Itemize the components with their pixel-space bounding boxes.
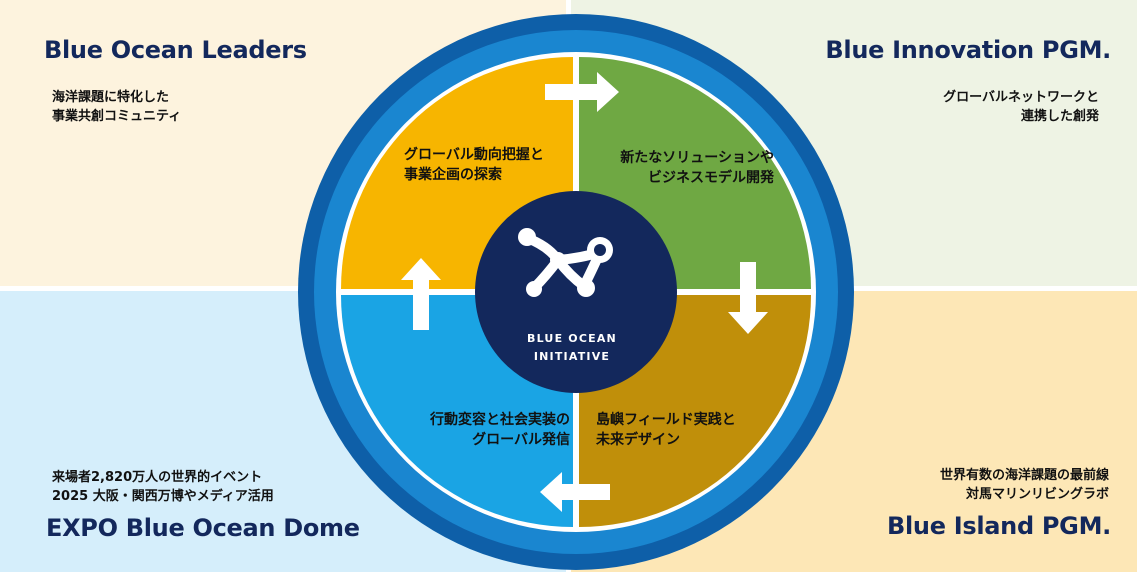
blue-ocean-initiative-label: BLUE OCEAN INITIATIVE [527, 332, 617, 363]
blue-island-pgm-title: Blue Island PGM. [887, 512, 1111, 540]
arrow-right-icon [545, 72, 619, 112]
segment-label-behavior-change: 行動変容と社会実装の グローバル発信 [430, 412, 570, 448]
expo-blue-ocean-dome-title: EXPO Blue Ocean Dome [46, 514, 360, 542]
blue-innovation-pgm-description: グローバルネットワークと 連携した創発 [943, 90, 1099, 124]
segment-label-island-field: 島嶼フィールド実践と 未来デザイン [596, 412, 736, 448]
segment-label-new-solutions: 新たなソリューションや ビジネスモデル開発 [620, 150, 774, 186]
arrow-down-icon [728, 262, 768, 334]
segment-label-global-trends: グローバル動向把握と 事業企画の探索 [404, 147, 544, 183]
blue-island-pgm-description: 世界有数の海洋課題の最前線 対馬マリンリビングラボ [939, 468, 1109, 502]
blue-ocean-leaders-description: 海洋課題に特化した 事業共創コミュニティ [52, 90, 182, 124]
expo-blue-ocean-dome-description: 来場者2,820万人の世界的イベント 2025 大阪・関西万博やメディア活用 [52, 470, 274, 504]
blue-innovation-pgm-title: Blue Innovation PGM. [825, 36, 1111, 64]
arrow-up-icon [401, 258, 441, 330]
blue-ocean-leaders-title: Blue Ocean Leaders [44, 36, 307, 64]
arrow-left-icon [540, 472, 610, 512]
